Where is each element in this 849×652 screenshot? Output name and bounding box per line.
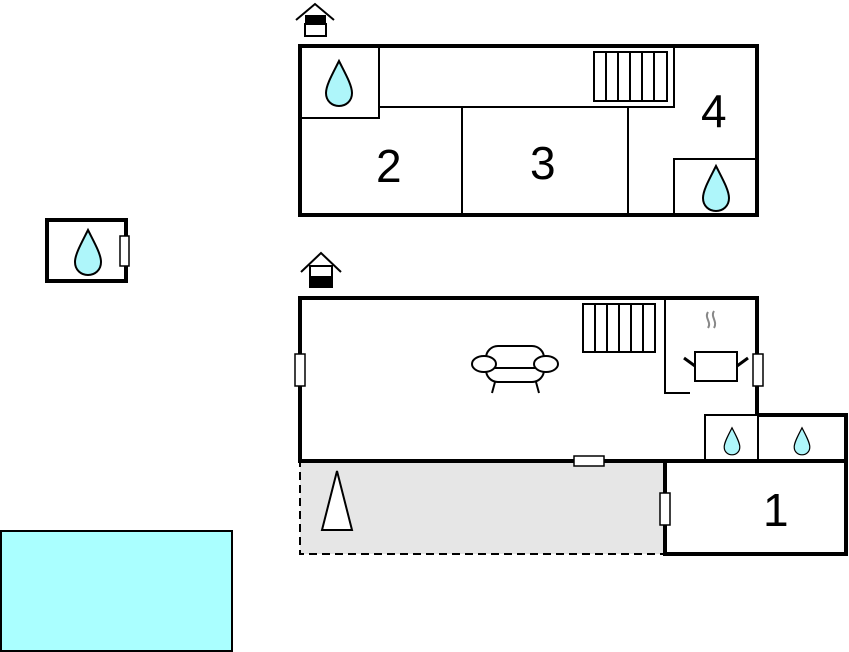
- window-icon: [659, 492, 671, 526]
- room-label: 3: [530, 137, 556, 189]
- outbuilding-bathroom: [45, 218, 130, 283]
- parasol-icon: [320, 470, 354, 531]
- stairs-icon: [593, 51, 668, 102]
- floor-ground-icon: [300, 251, 342, 288]
- upper-floor: 2 3 4: [295, 2, 759, 217]
- terrace: [299, 460, 666, 555]
- floor-up-icon: [295, 2, 335, 37]
- sofa-icon: [471, 345, 559, 394]
- pool: [0, 530, 233, 652]
- room-label: 4: [701, 85, 727, 137]
- window-icon: [119, 235, 130, 267]
- window-icon: [752, 353, 764, 387]
- room-label: 2: [376, 140, 402, 192]
- stairs-icon: [582, 303, 656, 353]
- ground-floor: 1: [294, 251, 848, 556]
- window-icon: [294, 353, 306, 387]
- window-icon: [573, 455, 605, 467]
- room-label: 1: [763, 484, 789, 536]
- kitchen-pot-icon: [683, 310, 749, 382]
